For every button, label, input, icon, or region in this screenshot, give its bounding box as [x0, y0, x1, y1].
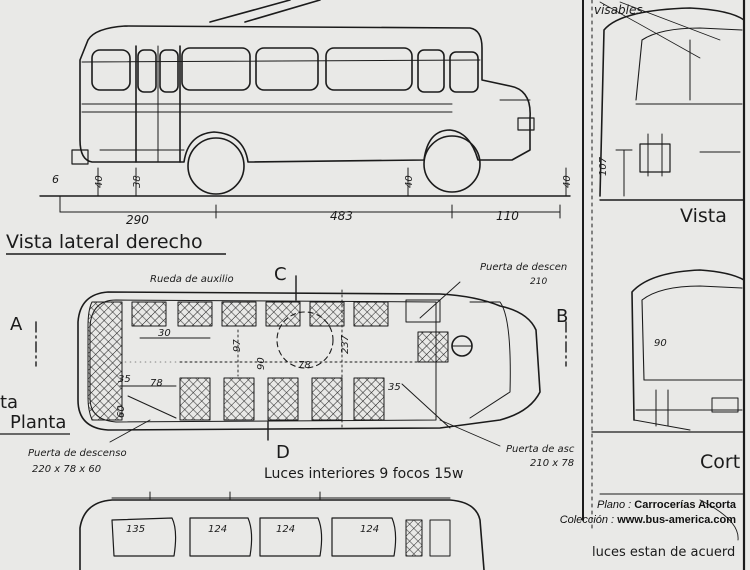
dim-plan-2: 97	[232, 339, 243, 352]
dim-side-1: 6	[52, 173, 59, 186]
note-door-top-dim: 210	[530, 277, 547, 287]
section-view-title: Cort	[700, 451, 740, 473]
collection-credit-value: www.bus-america.com	[617, 514, 736, 526]
dim-plan-9: 60	[116, 405, 127, 418]
lights-note: Luces interiores 9 focos 15w	[264, 466, 464, 482]
dim-side-7: 483	[330, 209, 353, 223]
cut-label-b: B	[556, 306, 568, 327]
dim-side-4: 40	[404, 175, 415, 188]
roof-view-drawing	[79, 491, 485, 570]
credits-caption: Plano : Carrocerías Alcorta Colección : …	[496, 498, 736, 528]
dim-plan-6: 35	[118, 374, 131, 385]
plan-credit-value: Carrocerías Alcorta	[634, 499, 736, 511]
note-door-top: Puerta de descen	[480, 262, 567, 273]
dim-plan-10: 90	[654, 338, 667, 349]
dim-plan-4: 237	[340, 334, 351, 354]
front-view-drawing	[599, 1, 745, 201]
dim-roof-4: 124	[360, 524, 379, 535]
cut-label-c: C	[274, 264, 287, 285]
side-view-title: Vista lateral derecho	[6, 231, 203, 253]
dim-side-8: 110	[496, 209, 519, 223]
dim-plan-3: 90	[256, 357, 267, 370]
note-spare-wheel: Rueda de auxilio	[150, 274, 234, 285]
plan-title-prefix: ta	[0, 392, 18, 413]
cut-label-a: A	[10, 314, 23, 335]
note-door-bottom-left-dim: 220 x 78 x 60	[32, 464, 101, 475]
dim-roof-2: 124	[208, 524, 227, 535]
section-view-drawing	[591, 269, 745, 541]
front-view-title: Vista	[680, 205, 727, 227]
dim-plan-8: 35	[388, 382, 401, 393]
collection-credit: Colección : www.bus-america.com	[496, 513, 736, 528]
plan-credit-label: Plano :	[596, 499, 632, 511]
collection-credit-label: Colección :	[559, 514, 615, 526]
dim-roof-1: 135	[126, 524, 145, 535]
dim-side-5: 40	[562, 175, 573, 188]
dim-side-3: 38	[132, 175, 143, 188]
plan-credit: Plano : Carrocerías Alcorta	[496, 498, 736, 513]
front-view-dim: 107	[598, 156, 609, 176]
dim-side-2: 40	[94, 175, 105, 188]
roof-lights-note: luces estan de acuerd	[592, 545, 735, 560]
top-note: visables	[594, 3, 643, 17]
dim-plan-5: 78	[298, 360, 311, 371]
note-door-bottom-left: Puerta de descenso	[28, 448, 127, 459]
dim-roof-3: 124	[276, 524, 295, 535]
note-door-bottom-right-dim: 210 x 78	[530, 458, 574, 469]
side-view-drawing	[39, 0, 571, 219]
note-door-bottom-right: Puerta de asc	[506, 444, 575, 455]
cut-label-d: D	[276, 442, 290, 463]
dim-side-6: 290	[126, 213, 149, 227]
plan-view-title: Planta	[10, 412, 66, 433]
dim-plan-1: 30	[158, 328, 171, 339]
plan-view-drawing	[35, 275, 567, 447]
dim-plan-7: 78	[150, 378, 163, 389]
